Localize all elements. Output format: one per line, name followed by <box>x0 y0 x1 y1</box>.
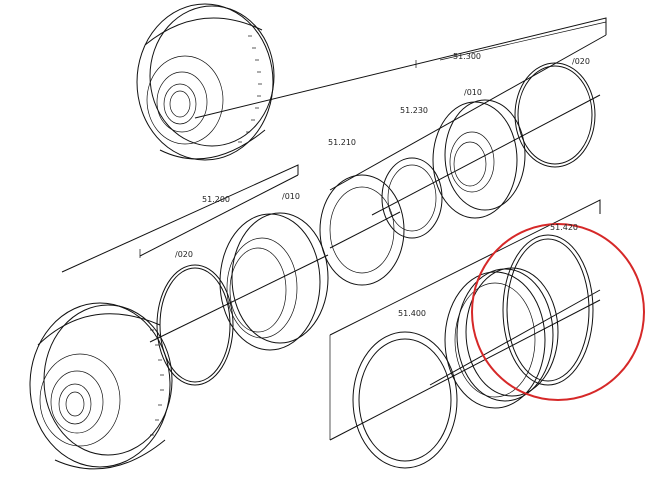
hub-010-top <box>371 94 601 219</box>
ring-51-420 <box>502 234 594 386</box>
clutch-drum-top <box>136 3 275 161</box>
label-51-200: 51.200 <box>202 195 230 204</box>
label-020-mid: /020 <box>175 250 193 259</box>
ring-51-230 <box>381 157 443 239</box>
label-51-300: 51.300 <box>453 52 481 61</box>
highlight-circle <box>471 223 645 401</box>
clutch-plate-51-400 <box>352 331 458 469</box>
friction-disc-pack <box>429 267 601 409</box>
piston-010-mid <box>149 212 329 351</box>
bracket-lines <box>61 17 607 441</box>
label-51-400: 51.400 <box>398 309 426 318</box>
label-51-420: 51.420 <box>550 223 578 232</box>
ring-020-mid <box>156 264 234 386</box>
ring-020-top <box>514 62 596 168</box>
label-51-230: 51.230 <box>400 106 428 115</box>
clutch-drum-bottom <box>29 302 173 470</box>
label-51-210: 51.210 <box>328 138 356 147</box>
label-010-top: /010 <box>464 88 482 97</box>
label-020-top: /020 <box>572 57 590 66</box>
label-010-mid: /010 <box>282 192 300 201</box>
spring-disc-51-210 <box>319 174 405 286</box>
part-labels: 51.300 /020 /010 51.230 51.210 51.200 /0… <box>175 52 590 318</box>
